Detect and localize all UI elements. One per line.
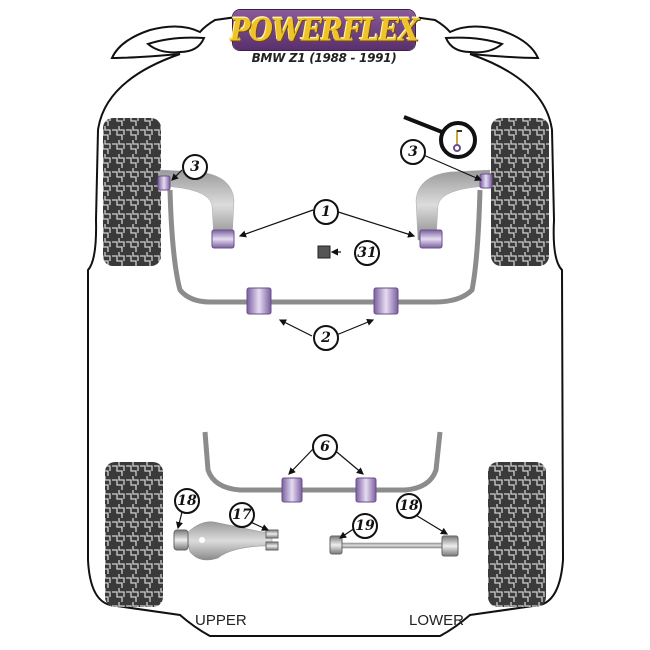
rear-upper-arm <box>185 521 273 561</box>
callout-2-front-arb: 2 <box>313 325 339 351</box>
callout-18-upper-inner: 18 <box>174 488 200 514</box>
callout-18-lower-outer: 18 <box>396 493 422 519</box>
front-bushes <box>157 173 493 315</box>
label-upper: UPPER <box>195 612 247 629</box>
callout-31-centre: 31 <box>354 240 380 266</box>
tyre-front-right <box>491 118 549 266</box>
tyre-rear-left <box>105 462 163 607</box>
vehicle-title: BMW Z1 (1988 - 1991) <box>251 51 397 65</box>
callout-19-lower-inner: 19 <box>352 513 378 539</box>
label-lower: LOWER <box>409 612 465 629</box>
rear-anti-roll-bar <box>202 431 443 493</box>
magnifier-icon <box>403 115 477 159</box>
callout-3-front-left: 3 <box>182 154 208 180</box>
callout-6-rear-arb: 6 <box>312 434 338 460</box>
powerflex-logo: POWERFLEX <box>230 10 419 50</box>
callout-1-wishbone-inner: 1 <box>313 199 339 225</box>
callout-17-upper-outer: 17 <box>229 502 255 528</box>
logo-text: POWERFLEX <box>230 12 419 48</box>
car-body-outline <box>87 10 565 637</box>
callout-3-front-right: 3 <box>400 139 426 165</box>
tyre-rear-right <box>488 462 546 607</box>
tyre-front-left <box>103 118 161 266</box>
front-anti-roll-bar <box>167 189 483 305</box>
rear-lower-link <box>339 542 445 549</box>
leader-lines <box>171 149 483 539</box>
